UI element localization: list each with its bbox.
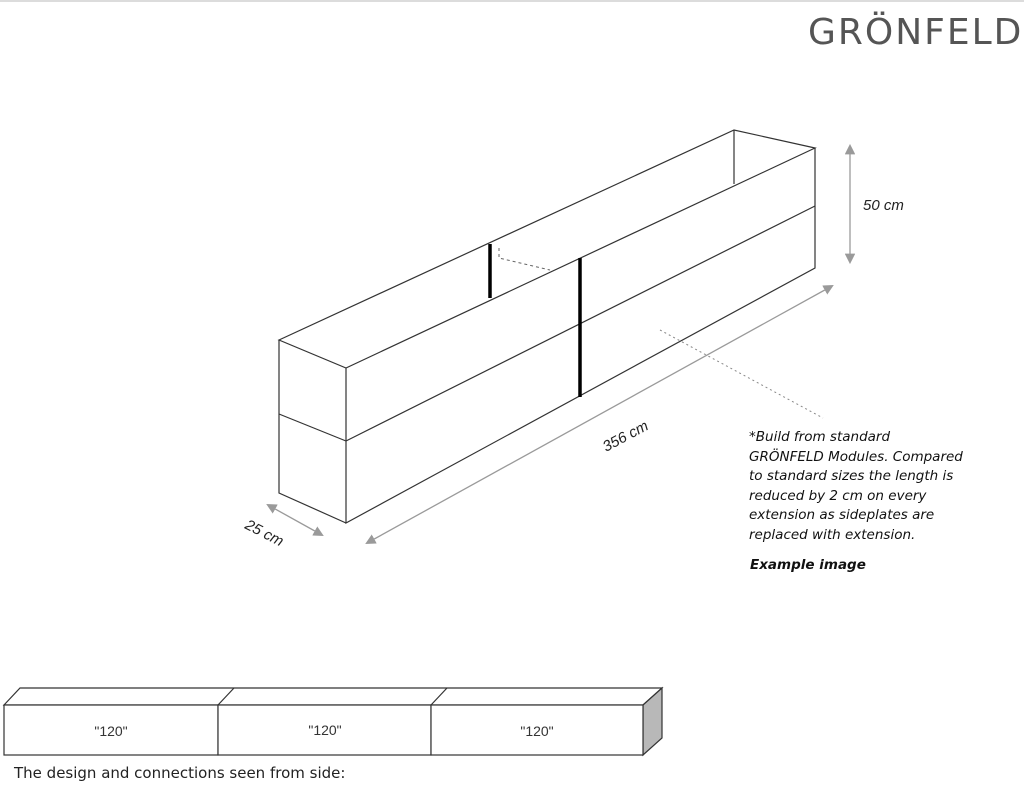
width-dimension-arrow	[266, 503, 324, 537]
note-line-2: GRÖNFELD Modules. Compared	[749, 448, 963, 465]
side-view-module-1-label: "120"	[94, 723, 127, 739]
side-view-module-3-label: "120"	[520, 723, 553, 739]
note-leader-line	[659, 329, 824, 419]
side-view-top-face	[2, 687, 664, 706]
side-view-caption: The design and connections seen from sid…	[14, 764, 346, 782]
side-view-module-2	[217, 704, 432, 756]
side-view-module-2-label: "120"	[308, 722, 341, 738]
height-label: 50 cm	[863, 197, 904, 214]
side-view-module-3	[430, 704, 644, 756]
side-view	[2, 686, 664, 757]
side-view-top-seam-2	[430, 687, 448, 706]
box-middle-seam-side	[278, 413, 347, 442]
example-image-label: Example image	[750, 557, 866, 573]
top-rule	[0, 0, 1024, 2]
side-view-top-seam-1	[217, 687, 235, 706]
hidden-connection-dash	[498, 248, 551, 271]
note-line-1: *Build from standard	[749, 429, 891, 445]
width-label: 25 cm	[241, 516, 286, 550]
note-line-6: replaced with extension.	[749, 526, 916, 543]
gronfeld-logo: GRÖNFELD	[808, 12, 1024, 53]
note-line-3: to standard sizes the length is	[749, 468, 954, 484]
length-label: 356 cm	[600, 417, 651, 455]
note-line-5: extension as sideplates are	[749, 507, 935, 523]
build-note: *Build from standard GRÖNFELD Modules. C…	[749, 428, 979, 545]
box-side-face	[278, 340, 347, 524]
length-dimension-arrow	[365, 284, 834, 545]
note-line-4: reduced by 2 cm on every	[749, 487, 927, 504]
planter-box	[277, 129, 817, 525]
